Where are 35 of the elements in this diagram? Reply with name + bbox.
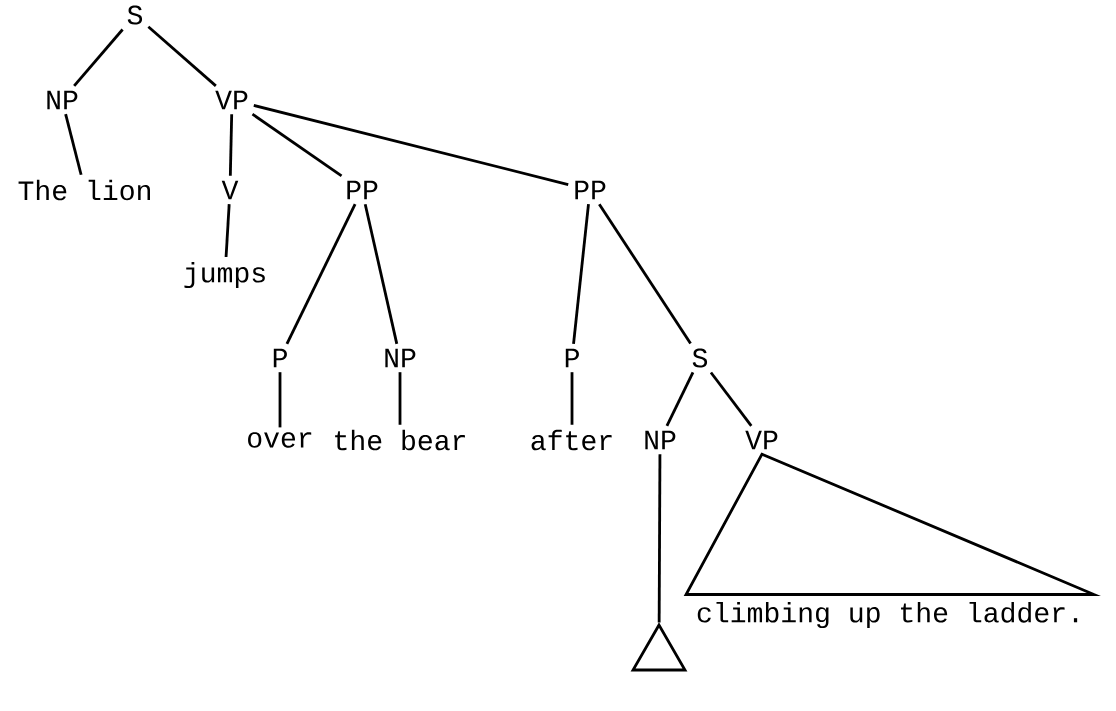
branch-line xyxy=(598,203,692,345)
branch-line xyxy=(64,113,83,176)
tree-label: jumps xyxy=(184,261,265,289)
tree-label: S xyxy=(692,348,708,368)
branch-line xyxy=(278,372,282,428)
branch-line xyxy=(398,372,402,425)
branch-line xyxy=(251,113,343,177)
branch-line xyxy=(657,454,662,623)
tree-label: VP xyxy=(745,430,778,450)
branch-line xyxy=(73,28,124,87)
tree-label: after xyxy=(531,429,612,451)
branch-line xyxy=(224,204,231,258)
tree-label: the bear xyxy=(335,429,465,451)
branch-line xyxy=(285,203,357,345)
tree-label: S xyxy=(127,5,143,25)
tree-label: NP xyxy=(47,90,78,110)
tree-label: P xyxy=(273,348,287,368)
tree-label: PP xyxy=(347,180,378,200)
tree-label: VP xyxy=(215,90,248,110)
branch-line xyxy=(572,204,590,344)
branch-line xyxy=(363,203,399,345)
branch-line xyxy=(709,371,753,427)
branch-line xyxy=(228,114,234,176)
branch-line xyxy=(253,104,569,186)
tree-label: V xyxy=(221,180,239,200)
branch-line xyxy=(665,371,695,427)
branch-line xyxy=(147,25,217,87)
tree-label: over xyxy=(248,432,312,448)
branch-line xyxy=(570,372,574,425)
tree-label: P xyxy=(565,348,579,368)
tree-label: NP xyxy=(385,348,416,368)
tree-label: PP xyxy=(575,180,606,200)
tree-label: climbing up the ladder. xyxy=(697,601,1078,629)
tree-label: NP xyxy=(645,430,676,450)
tree-label: The lion xyxy=(18,179,150,201)
